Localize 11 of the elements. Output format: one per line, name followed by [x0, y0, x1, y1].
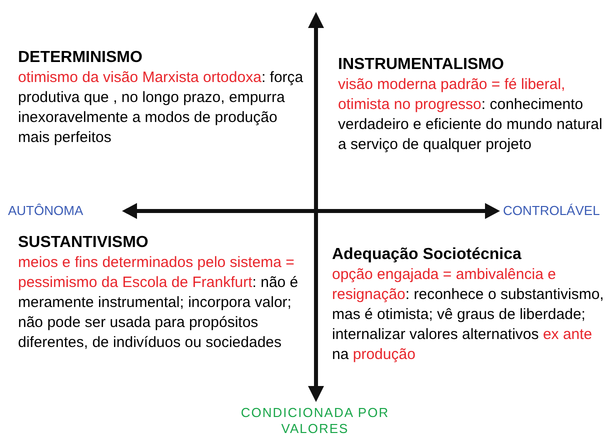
axis-label: CONTROLÁVEL [503, 203, 600, 219]
quadrant-description: otimismo da visão Marxista ortodoxa: força produtiva que , no longo prazo, empurra inexoravelmente a modos de produção mais perfeitos [18, 68, 304, 148]
axis-label: CONDICIONADA POR VALORES [240, 405, 390, 437]
quadrant-heading: Adequação Sociotécnica [332, 245, 522, 265]
quadrant-heading: DETERMINISMO [18, 48, 144, 68]
quadrant-heading: INSTRUMENTALISMO [338, 55, 505, 75]
quadrant-heading: SUSTANTIVISMO [18, 233, 150, 253]
axis-label: AUTÔNOMA [8, 203, 84, 219]
quadrant-description: opção engajada = ambivalência e resignação: reconhece o substantivismo, mas é otimista; vê graus de liberdade; internalizar valores alternativos ex ante na produção [332, 265, 604, 365]
quadrant-description: meios e fins determinados pelo sistema = pessimismo da Escola de Frankfurt: não é meramente instrumental; incorpora valor; não pode ser usada para propósitos diferentes, de indivíduos ou sociedades [18, 253, 300, 353]
quadrant-description: visão moderna padrão = fé liberal, otimista no progresso: conhecimento verdadeiro e eficiente do mundo natural a serviço de qualquer projeto [338, 75, 604, 155]
